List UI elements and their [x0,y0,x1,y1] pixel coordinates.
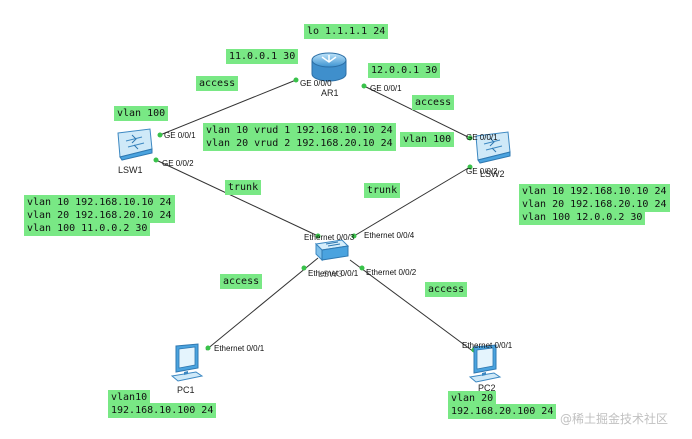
link-ar1-lsw1 [159,79,297,136]
port-dot-lsw1-ge002 [153,157,159,163]
device-label-lsw1: LSW1 [118,165,143,175]
port-dot-pc1 [205,345,211,351]
label-lsw1-vlan: vlan 100 [114,106,169,121]
layer2-switch-icon [314,239,350,262]
label-link-lsw3-pc2-mode: access [425,282,468,297]
link-lsw3-pc1 [205,257,319,351]
port-label-lsw3-eth001: Ethernet 0/0/1 [308,269,359,278]
label-lsw2-vlan: vlan 100 [400,132,455,147]
port-dot-lsw3-eth003 [315,233,321,239]
port-label-lsw1-ge001: GE 0/0/1 [164,131,196,140]
switch-lsw3[interactable] [312,236,352,264]
port-label-lsw1-ge002: GE 0/0/2 [162,159,194,168]
port-label-ar1-ge000: GE 0/0/0 [300,79,332,88]
label-vrrp-line2: vlan 20 vrud 2 192.168.20.10 24 [203,136,396,151]
port-dot-lsw3-eth001 [301,265,307,271]
label-pc1-ip: 192.168.10.100 24 [108,403,217,418]
port-dot-lsw3-eth002 [359,265,365,271]
port-dot-lsw3-eth004 [351,233,357,239]
label-lsw1-ip-line2: vlan 20 192.168.20.10 24 [24,208,175,223]
port-label-lsw3-eth003: Ethernet 0/0/3 [304,233,355,242]
device-label-lsw3: LSW3 [318,269,343,279]
pc-pc2[interactable] [466,343,504,385]
device-label-ar1: AR1 [321,88,339,98]
switch-lsw1[interactable] [112,127,156,161]
router-icon [311,52,347,82]
device-label-pc1: PC1 [177,385,195,395]
device-label-lsw2: LSW2 [480,169,505,179]
port-label-pc2: Ethernet 0/0/1 [462,341,513,350]
pc-icon [468,344,502,383]
router-ar1[interactable] [309,48,349,84]
label-pc2-ip: 192.168.20.100 24 [448,404,557,419]
switch-lsw2[interactable] [470,130,514,164]
label-ar1-loopback: lo 1.1.1.1 24 [304,24,389,39]
pc-pc1[interactable] [168,342,206,384]
link-lsw1-lsw3 [155,159,319,237]
label-link-lsw1-lsw3-mode: trunk [225,180,262,195]
layer3-switch-icon [117,128,153,161]
port-dot-lsw2-ge002 [467,164,473,170]
port-label-lsw3-eth002: Ethernet 0/0/2 [366,268,417,277]
port-label-lsw2-ge002: GE 0/0/2 [466,167,498,176]
label-lsw2-ip-line3: vlan 100 12.0.0.2 30 [519,210,646,225]
label-vrrp-line1: vlan 10 vrud 1 192.168.10.10 24 [203,123,396,138]
port-dot-lsw1-ge001 [157,132,163,138]
label-lsw2-ip-line1: vlan 10 192.168.10.10 24 [519,184,670,199]
port-dot-lsw2-ge001 [467,135,473,141]
label-link-lsw3-pc1-mode: access [220,274,263,289]
label-lsw1-ip-line1: vlan 10 192.168.10.10 24 [24,195,175,210]
label-lsw2-ip-line2: vlan 20 192.168.20.10 24 [519,197,670,212]
label-link-lsw2-lsw3-mode: trunk [364,183,401,198]
port-label-ar1-ge001: GE 0/0/1 [370,84,402,93]
port-label-lsw2-ge001: GE 0/0/1 [466,133,498,142]
watermark: @稀土掘金技术社区 [560,412,669,426]
pc-icon [170,343,204,382]
port-dot-ar1-ge000 [293,77,299,83]
label-lsw1-ip-line3: vlan 100 11.0.0.2 30 [24,221,151,236]
link-lsw3-pc2 [349,259,475,353]
label-pc1-vlan: vlan10 [108,390,151,405]
label-link-ar1-lsw1-mode: access [196,76,239,91]
port-label-lsw3-eth004: Ethernet 0/0/4 [364,231,415,240]
port-dot-ar1-ge001 [361,83,367,89]
port-label-pc1: Ethernet 0/0/1 [214,344,265,353]
label-ar1-ge001-ip: 12.0.0.1 30 [368,63,441,78]
link-lsw2-lsw3 [353,166,471,237]
label-pc2-vlan: vlan 20 [448,391,497,406]
layer3-switch-icon [475,131,511,164]
link-ar1-lsw2 [363,85,471,139]
label-link-ar1-lsw2-mode: access [412,95,455,110]
device-label-pc2: PC2 [478,383,496,393]
label-ar1-ge000-ip: 11.0.0.1 30 [226,49,299,64]
